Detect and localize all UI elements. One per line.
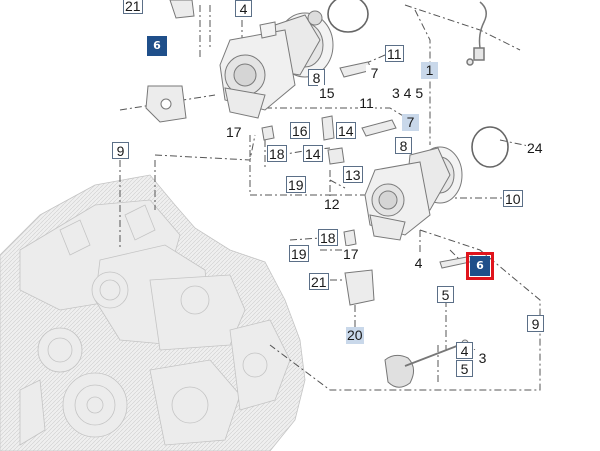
callout-10[interactable]: 10: [503, 190, 523, 207]
callout-14-lower[interactable]: 14: [303, 145, 323, 162]
callout-9-right[interactable]: 9: [527, 315, 544, 332]
callout-11-lower[interactable]: 11: [358, 95, 375, 112]
callout-19-lower[interactable]: 19: [289, 245, 309, 262]
callout-3-lower[interactable]: 3: [474, 350, 491, 367]
callout-17-lower[interactable]: 17: [342, 246, 360, 263]
callout-4-middle[interactable]: 4: [410, 255, 427, 272]
sensor-wire: [466, 1, 487, 66]
callout-14-upper[interactable]: 14: [336, 122, 356, 139]
callout-17-upper[interactable]: 17: [225, 124, 243, 141]
part-6-badge-top[interactable]: 6: [147, 36, 167, 56]
callout-11-upper[interactable]: 11: [385, 45, 404, 62]
callout-18-upper[interactable]: 18: [267, 145, 287, 162]
callout-13[interactable]: 13: [343, 166, 363, 183]
callout-5-upper[interactable]: 5: [437, 286, 454, 303]
callout-16[interactable]: 16: [290, 122, 310, 139]
callout-24[interactable]: 24: [526, 140, 544, 157]
callout-19-upper[interactable]: 19: [286, 176, 306, 193]
gaskets-and-rings: [327, 0, 509, 168]
small-parts: [145, 0, 473, 388]
callout-4-top[interactable]: 4: [235, 0, 252, 17]
callout-7-upper[interactable]: 7: [366, 65, 383, 82]
callout-15[interactable]: 15: [318, 85, 336, 102]
callout-8-upper[interactable]: 8: [308, 69, 325, 86]
callout-20[interactable]: 20: [346, 327, 364, 344]
callout-1[interactable]: 1: [421, 62, 438, 79]
callout-7-lower[interactable]: 7: [402, 114, 419, 131]
callout-9-left[interactable]: 9: [112, 142, 129, 159]
callout-8-lower[interactable]: 8: [395, 137, 412, 154]
upper-turbocharger-illustration: [219, 10, 334, 119]
leader-lines: [119, 4, 541, 391]
callout-4-lower[interactable]: 4: [456, 342, 473, 359]
part-6-badge-selected[interactable]: 6: [466, 252, 494, 280]
callout-12[interactable]: 12: [323, 196, 341, 213]
callout-5-lower[interactable]: 5: [456, 360, 473, 377]
callout-21-lower[interactable]: 21: [309, 273, 329, 290]
callout-21-top[interactable]: 21: [123, 0, 143, 14]
callout-group-3-4-5[interactable]: 3 4 5: [392, 85, 424, 101]
engine-block-illustration: [0, 174, 306, 451]
callout-18-lower[interactable]: 18: [318, 229, 338, 246]
lower-turbocharger-illustration: [364, 146, 463, 241]
